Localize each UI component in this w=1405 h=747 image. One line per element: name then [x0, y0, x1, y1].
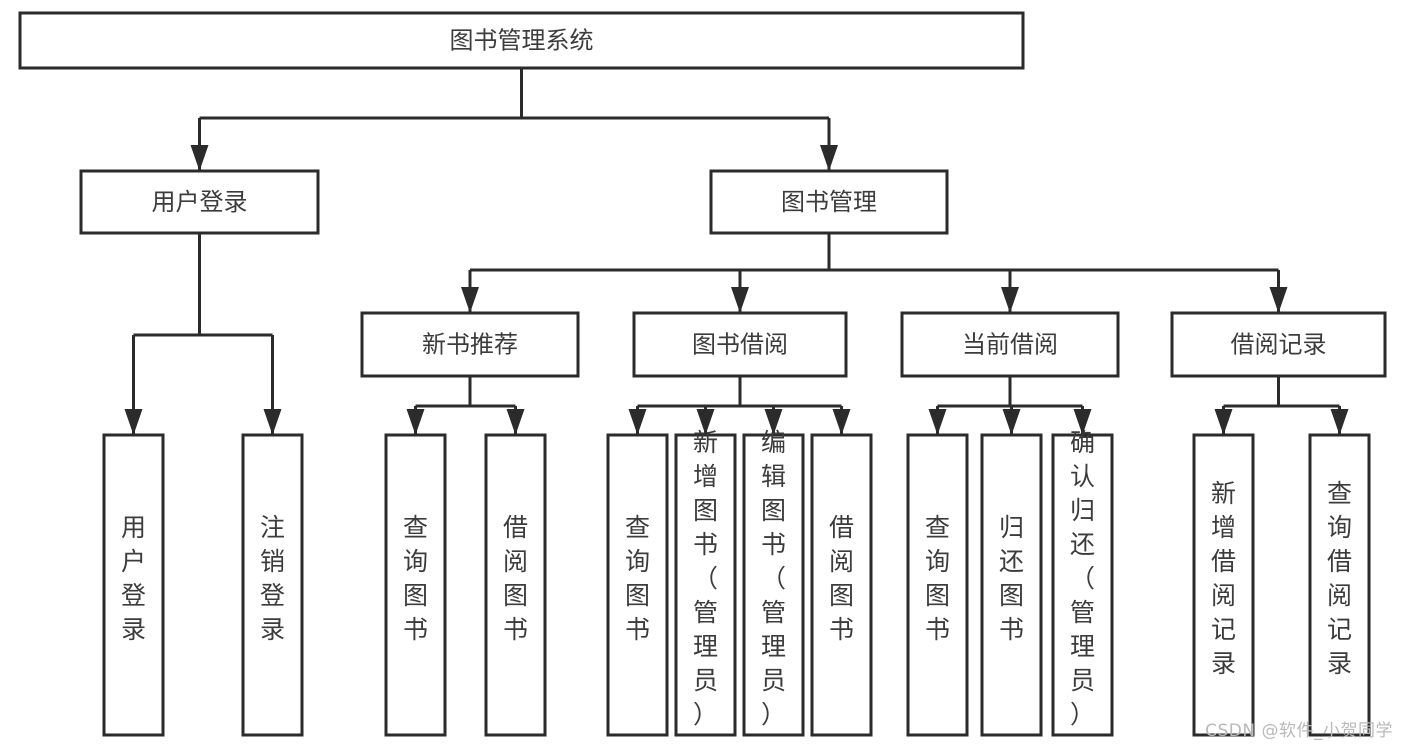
arrowhead-icon — [696, 409, 715, 435]
node-label: 查询借阅记录 — [1327, 479, 1352, 678]
arrowhead-icon — [628, 409, 647, 435]
node-current-borrow[interactable]: 当前借阅 — [900, 311, 1120, 378]
node-leaf-confirm-return[interactable]: 确认归还（管理员） — [1051, 428, 1114, 737]
node-label: 编辑图书（管理员） — [761, 428, 786, 729]
node-box — [1192, 433, 1255, 737]
node-box — [606, 433, 669, 737]
node-user-login[interactable]: 用户登录 — [79, 169, 320, 235]
node-label: 图书管理系统 — [450, 27, 594, 55]
arrowhead-icon — [731, 287, 749, 313]
arrowhead-icon — [190, 145, 209, 171]
node-leaf-query-book-3[interactable]: 查询图书 — [906, 433, 969, 737]
node-box — [18, 11, 1025, 70]
node-box — [709, 169, 949, 235]
node-label: 注销登录 — [260, 513, 285, 644]
node-label: 用户登录 — [152, 188, 248, 216]
connector-layer — [124, 68, 1349, 435]
node-leaf-add-record[interactable]: 新增借阅记录 — [1192, 433, 1255, 737]
node-leaf-logout[interactable]: 注销登录 — [241, 433, 304, 737]
node-new-book-recommend[interactable]: 新书推荐 — [360, 311, 580, 378]
node-box — [900, 311, 1120, 378]
arrowhead-icon — [1073, 409, 1092, 435]
node-leaf-query-record[interactable]: 查询借阅记录 — [1308, 433, 1371, 737]
arrowhead-icon — [1269, 287, 1288, 313]
node-label: 图书管理 — [781, 188, 877, 216]
node-book-manage[interactable]: 图书管理 — [709, 169, 949, 235]
node-label: 借阅图书 — [503, 513, 528, 644]
node-box — [484, 433, 547, 737]
arrowhead-icon — [928, 409, 947, 435]
node-borrow-record[interactable]: 借阅记录 — [1170, 311, 1387, 378]
node-box — [79, 169, 320, 235]
node-box — [360, 311, 580, 378]
arrowhead-icon — [1330, 409, 1349, 435]
node-label: 查询图书 — [403, 513, 428, 644]
node-leaf-query-book-1[interactable]: 查询图书 — [384, 433, 447, 737]
node-box — [742, 433, 805, 737]
arrowhead-icon — [764, 409, 783, 435]
node-label: 图书借阅 — [692, 331, 788, 359]
node-label: 查询图书 — [925, 513, 950, 644]
node-leaf-query-book-2[interactable]: 查询图书 — [606, 433, 669, 737]
node-box — [241, 433, 304, 737]
arrowhead-icon — [1002, 409, 1021, 435]
arrowhead-icon — [820, 145, 838, 171]
node-label: 当前借阅 — [962, 331, 1058, 359]
node-label: 新增借阅记录 — [1211, 479, 1236, 678]
node-leaf-add-book[interactable]: 新增图书（管理员） — [674, 428, 737, 737]
arrowhead-icon — [124, 409, 143, 435]
node-leaf-borrow-book-2[interactable]: 借阅图书 — [810, 433, 873, 737]
arrowhead-icon — [461, 287, 479, 313]
node-leaf-edit-book[interactable]: 编辑图书（管理员） — [742, 428, 805, 737]
node-label: 确认归还（管理员） — [1070, 428, 1095, 729]
node-label: 借阅记录 — [1231, 331, 1327, 359]
node-box — [384, 433, 447, 737]
node-box — [1051, 433, 1114, 737]
node-label: 借阅图书 — [829, 513, 854, 644]
node-book-borrow[interactable]: 图书借阅 — [632, 311, 848, 378]
node-box — [102, 433, 165, 737]
node-box — [810, 433, 873, 737]
node-leaf-return-book[interactable]: 归还图书 — [980, 433, 1043, 737]
node-box — [906, 433, 969, 737]
node-label: 新增图书（管理员） — [693, 428, 718, 729]
node-label: 用户登录 — [121, 513, 146, 644]
arrowhead-icon — [832, 409, 851, 435]
node-label: 查询图书 — [625, 513, 650, 644]
arrowhead-icon — [406, 409, 425, 435]
node-box — [980, 433, 1043, 737]
node-leaf-borrow-book-1[interactable]: 借阅图书 — [484, 433, 547, 737]
csdn-watermark: CSDN @软件_小贺同学 — [1205, 721, 1393, 741]
node-box — [1170, 311, 1387, 378]
node-box — [632, 311, 848, 378]
arrowhead-icon — [506, 409, 525, 435]
node-box — [1308, 433, 1371, 737]
arrowhead-icon — [263, 409, 282, 435]
node-root-system[interactable]: 图书管理系统 — [18, 11, 1025, 70]
node-layer: 图书管理系统用户登录图书管理新书推荐图书借阅当前借阅借阅记录用户登录注销登录查询… — [18, 11, 1387, 737]
arrowhead-icon — [1001, 287, 1019, 313]
node-box — [674, 433, 737, 737]
node-label: 新书推荐 — [422, 331, 518, 359]
node-label: 归还图书 — [999, 513, 1024, 644]
arrowhead-icon — [1214, 409, 1233, 435]
node-leaf-user-login[interactable]: 用户登录 — [102, 433, 165, 737]
